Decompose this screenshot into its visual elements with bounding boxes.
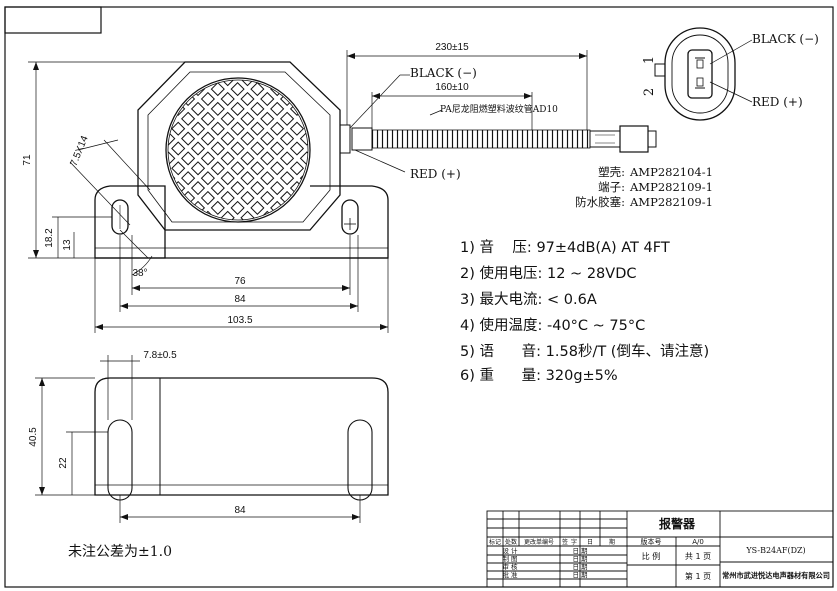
company-name: 常州市武进悦达电声器材有限公司 (722, 571, 830, 580)
right-slot (341, 199, 359, 235)
product-name: 报警器 (659, 516, 696, 531)
role-draw: 制 图 (502, 554, 517, 563)
date-label: 日 期 (572, 571, 588, 579)
dim-13: 13 (62, 239, 73, 251)
spec-item: 2) 使用电压: 12 ~ 28VDC (460, 266, 637, 282)
side-view (94, 377, 389, 501)
front-view (94, 61, 389, 259)
role-approve: 批 准 (502, 570, 518, 579)
rev-col-date2: 期 (609, 538, 615, 546)
rev-col-sign2: 字 (571, 538, 577, 546)
sheet-border (4, 6, 834, 588)
part-value: AMP282104-1 (629, 165, 713, 179)
part-label: 塑壳: (598, 165, 625, 179)
conn-red-label: RED (+) (752, 95, 803, 109)
rev-col-mark: 标记 (489, 538, 501, 546)
side-dim-84: 84 (234, 505, 246, 516)
rev-col-date: 日 (587, 539, 593, 546)
date-label: 日 期 (572, 547, 588, 555)
date-label: 日 期 (572, 563, 588, 571)
dim-overall-length: 230±15 (435, 42, 469, 53)
dim-18: 18.2 (44, 228, 55, 248)
conn-black-label: BLACK (−) (752, 32, 819, 46)
title-block (486, 510, 834, 588)
spec-item: 3) 最大电流: < 0.6A (460, 292, 597, 308)
role-review: 审 核 (502, 562, 518, 571)
dim-103: 103.5 (227, 315, 252, 326)
wire-red-label: RED (+) (410, 167, 461, 181)
pin-2: 2 (642, 88, 657, 96)
part-label: 端子: (598, 180, 625, 194)
version-value: A/0 (692, 538, 704, 546)
rev-col-sign: 签 (562, 538, 568, 546)
dim-slot: 7.5X14 (69, 134, 91, 168)
role-design: 设 计 (502, 546, 518, 555)
dim-angle: 38° (132, 268, 147, 279)
part-label: 防水胶塞: (575, 195, 625, 209)
corner-box (4, 6, 102, 34)
part-value: AMP282109-1 (629, 195, 713, 209)
part-list: 塑壳: AMP282104-1 端子: AMP282109-1 防水胶塞: AM… (575, 165, 713, 209)
date-label: 日 期 (572, 555, 588, 563)
tolerance-note: 未注公差为±1.0 (68, 544, 172, 560)
scale-label: 比 例 (642, 551, 661, 561)
side-dim-40: 40.5 (28, 427, 39, 447)
rev-col-change: 更改单编号 (524, 538, 554, 546)
spec-item: 5) 语 音: 1.58秒/T (倒车、请注意) (460, 344, 710, 360)
drawing-no: YS-B24AF(DZ) (745, 546, 805, 555)
dim-tube-length: 160±10 (435, 82, 469, 93)
dim-height: 71 (22, 154, 33, 166)
wire-end (589, 130, 621, 148)
side-dim-78: 7.8±0.5 (143, 350, 177, 361)
cable-assembly (351, 125, 657, 153)
corrugated-tube (371, 129, 591, 149)
sheet-num: 第 1 页 (685, 571, 711, 581)
spec-item: 4) 使用温度: -40°C ~ 75°C (460, 318, 646, 334)
side-dim-22: 22 (58, 457, 69, 469)
left-slot (111, 199, 129, 235)
connector-end-view (654, 27, 753, 121)
connector-plug (619, 125, 649, 153)
spec-item: 1) 音 压: 97±4dB(A) AT 4FT (460, 240, 670, 256)
dim-76: 76 (234, 276, 246, 287)
version-label: 版本号 (641, 537, 662, 546)
tube-label: PA尼龙阻燃塑料波纹管AD10 (440, 103, 558, 115)
spec-item: 6) 重 量: 320g±5% (460, 368, 618, 384)
pin-1: 1 (642, 56, 657, 64)
dim-84: 84 (234, 294, 246, 305)
grill-pattern (168, 80, 308, 220)
sheet-total: 共 1 页 (685, 552, 711, 561)
part-value: AMP282109-1 (629, 180, 713, 194)
rev-col-count: 处数 (505, 538, 517, 546)
wire-black-label: BLACK (−) (410, 66, 477, 80)
